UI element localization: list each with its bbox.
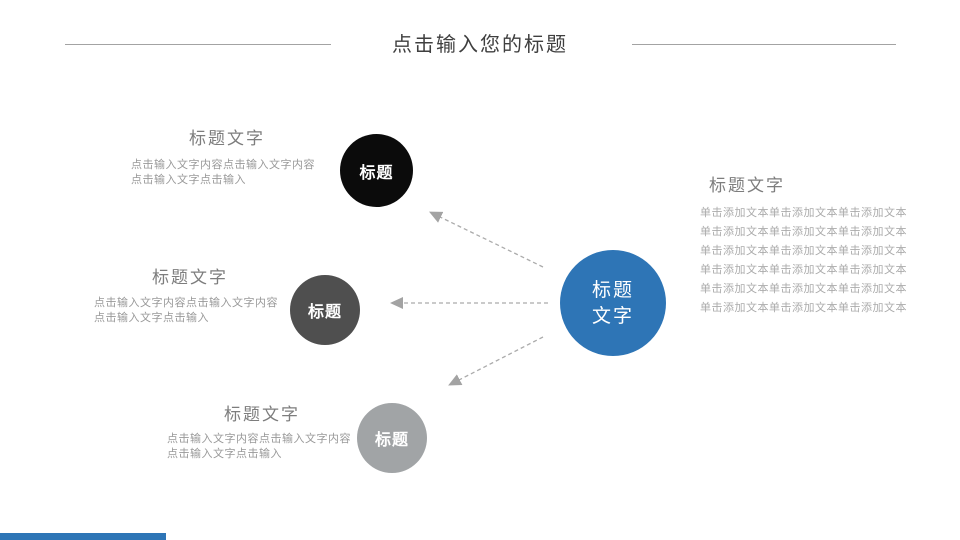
arrow-to-item3 [448,336,544,386]
item2-body-line2: 点击输入文字点击输入 [94,311,209,324]
item2-body-line1: 点击输入文字内容点击输入文字内容 [94,296,278,309]
center-circle[interactable]: 标题 文字 [560,250,666,356]
right-body-line: 单击添加文本单击添加文本单击添加文本 [700,263,907,276]
bottom-accent-bar [0,533,166,540]
right-body-line: 单击添加文本单击添加文本单击添加文本 [700,206,907,219]
item3-body-line2: 点击输入文字点击输入 [167,447,282,460]
arrow-to-item1 [429,211,544,268]
center-circle-label-line1: 标题 [591,279,634,301]
item2-heading[interactable]: 标题文字 [152,268,228,288]
slide-title[interactable]: 点击输入您的标题 [392,32,568,56]
item3-body[interactable]: 点击输入文字内容点击输入文字内容 点击输入文字点击输入 [167,431,351,461]
title-rule-left [65,44,331,45]
title-rule-right [632,44,896,45]
item2-circle[interactable]: 标题 [290,275,360,345]
item3-heading[interactable]: 标题文字 [224,405,300,425]
item1-body[interactable]: 点击输入文字内容点击输入文字内容 点击输入文字点击输入 [131,157,315,187]
right-block-body[interactable]: 单击添加文本单击添加文本单击添加文本 单击添加文本单击添加文本单击添加文本 单击… [700,203,907,317]
item3-circle[interactable]: 标题 [357,403,427,473]
right-body-line: 单击添加文本单击添加文本单击添加文本 [700,244,907,257]
item3-circle-label: 标题 [374,430,409,449]
item3-body-line1: 点击输入文字内容点击输入文字内容 [167,432,351,445]
center-circle-label-line2: 文字 [591,305,634,327]
right-body-line: 单击添加文本单击添加文本单击添加文本 [700,301,907,314]
item2-body[interactable]: 点击输入文字内容点击输入文字内容 点击输入文字点击输入 [94,295,278,325]
right-block-heading[interactable]: 标题文字 [709,176,785,196]
item1-heading[interactable]: 标题文字 [189,129,265,149]
item1-body-line2: 点击输入文字点击输入 [131,173,246,186]
item1-circle-label: 标题 [359,162,394,182]
right-body-line: 单击添加文本单击添加文本单击添加文本 [700,225,907,238]
item2-circle-label: 标题 [307,302,342,321]
item1-body-line1: 点击输入文字内容点击输入文字内容 [131,158,315,171]
item1-circle[interactable]: 标题 [340,134,413,207]
right-body-line: 单击添加文本单击添加文本单击添加文本 [700,282,907,295]
